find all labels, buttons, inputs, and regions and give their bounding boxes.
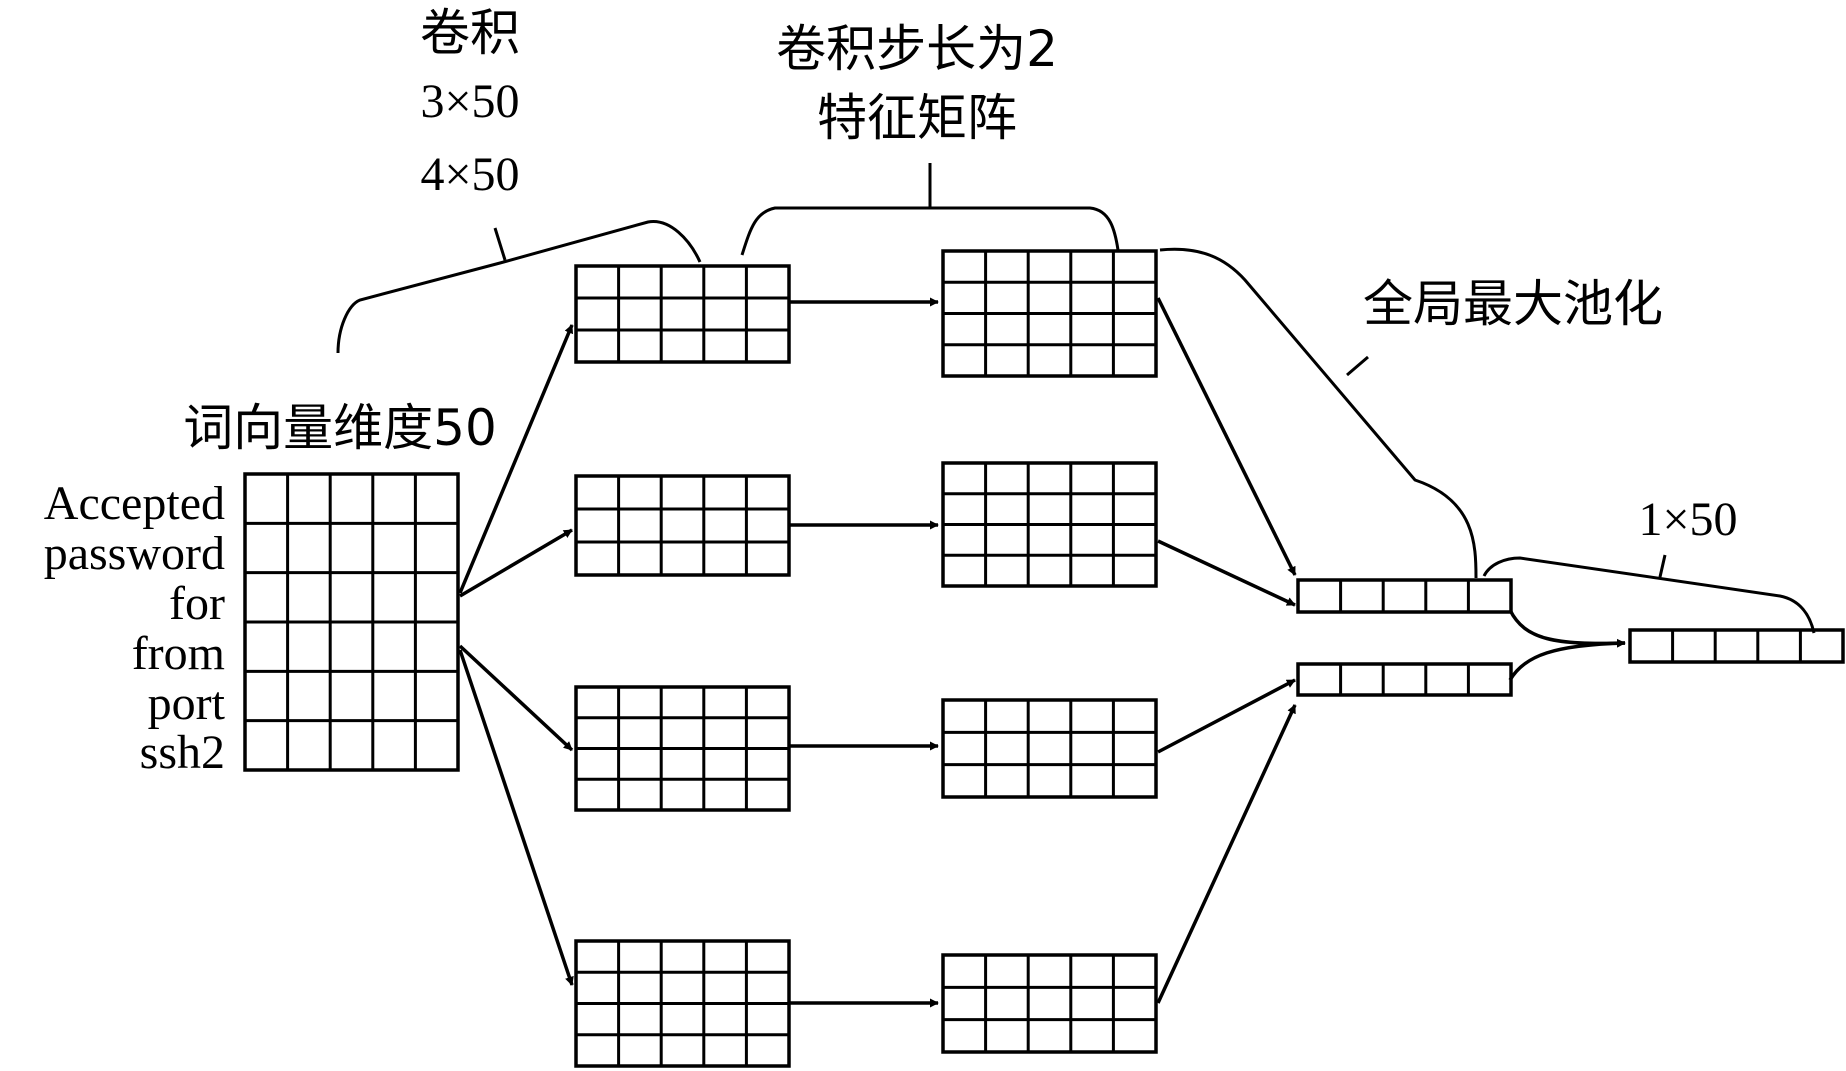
output-vector — [1628, 628, 1845, 664]
conv-map-3 — [574, 685, 791, 812]
pooled-vector-1-border — [1296, 578, 1513, 614]
stride-map-3-border — [941, 698, 1158, 799]
input-word: for — [169, 577, 225, 630]
pooled-vector-1 — [1296, 578, 1513, 614]
arrow-input-to-conv-4 — [458, 649, 574, 986]
arrow-input-to-conv-3 — [458, 644, 574, 752]
stride-map-3 — [941, 698, 1158, 799]
input-word: ssh2 — [140, 726, 225, 779]
conv-map-4 — [574, 939, 791, 1068]
bracket-stride — [740, 163, 1120, 256]
bracket-global-pool — [1159, 247, 1478, 579]
arrow-stride-3-to-pool-2 — [1157, 678, 1296, 754]
output-size-label: 1×50 — [1638, 493, 1737, 546]
stride-map-4-border — [941, 953, 1158, 1054]
stride-map-2 — [941, 461, 1158, 588]
input-word: from — [132, 627, 225, 680]
stride-map-4 — [941, 953, 1158, 1054]
input-word: port — [148, 677, 226, 730]
arrows-layer — [458, 297, 1626, 1008]
labels-layer: 卷积 3×50 4×50 卷积步长为2 特征矩阵 词向量维度50 全局最大池化 … — [44, 4, 1738, 779]
conv-map-2 — [574, 474, 791, 577]
stride-label-line1: 卷积步长为2 — [776, 20, 1058, 78]
conv-map-2-border — [574, 474, 791, 577]
conv-map-1-border — [574, 264, 791, 364]
pooled-vector-2-border — [1296, 662, 1513, 697]
embedding-dim-label: 词向量维度50 — [183, 399, 497, 457]
conv-map-1 — [574, 264, 791, 364]
arrow-stride-2-to-pool-1 — [1157, 539, 1296, 607]
kernel-size-label-1: 3×50 — [420, 75, 519, 128]
arrow-stride-1-to-pool-1 — [1156, 297, 1297, 576]
arrow-input-to-conv-2 — [459, 528, 573, 598]
arrow-pool-1-to-output — [1508, 609, 1626, 648]
global-max-pool-label: 全局最大池化 — [1363, 275, 1663, 333]
stride-label-line2: 特征矩阵 — [817, 89, 1017, 147]
conv-label: 卷积 — [420, 4, 520, 62]
arrow-input-to-conv-1 — [458, 324, 574, 594]
brackets-layer — [336, 163, 1816, 634]
kernel-size-label-2: 4×50 — [420, 148, 519, 201]
arrow-stride-4-to-pool-2 — [1156, 704, 1297, 1004]
bracket-output — [1482, 554, 1816, 634]
bracket-conv — [336, 220, 702, 354]
pooled-vector-2 — [1296, 662, 1513, 697]
stride-map-1 — [941, 249, 1158, 378]
input-matrix — [243, 472, 460, 772]
input-word: Accepted — [44, 477, 225, 530]
output-vector-border — [1628, 628, 1845, 664]
input-word: password — [44, 527, 225, 580]
grids-layer — [243, 249, 1845, 1068]
arrow-pool-2-to-output — [1508, 641, 1626, 681]
